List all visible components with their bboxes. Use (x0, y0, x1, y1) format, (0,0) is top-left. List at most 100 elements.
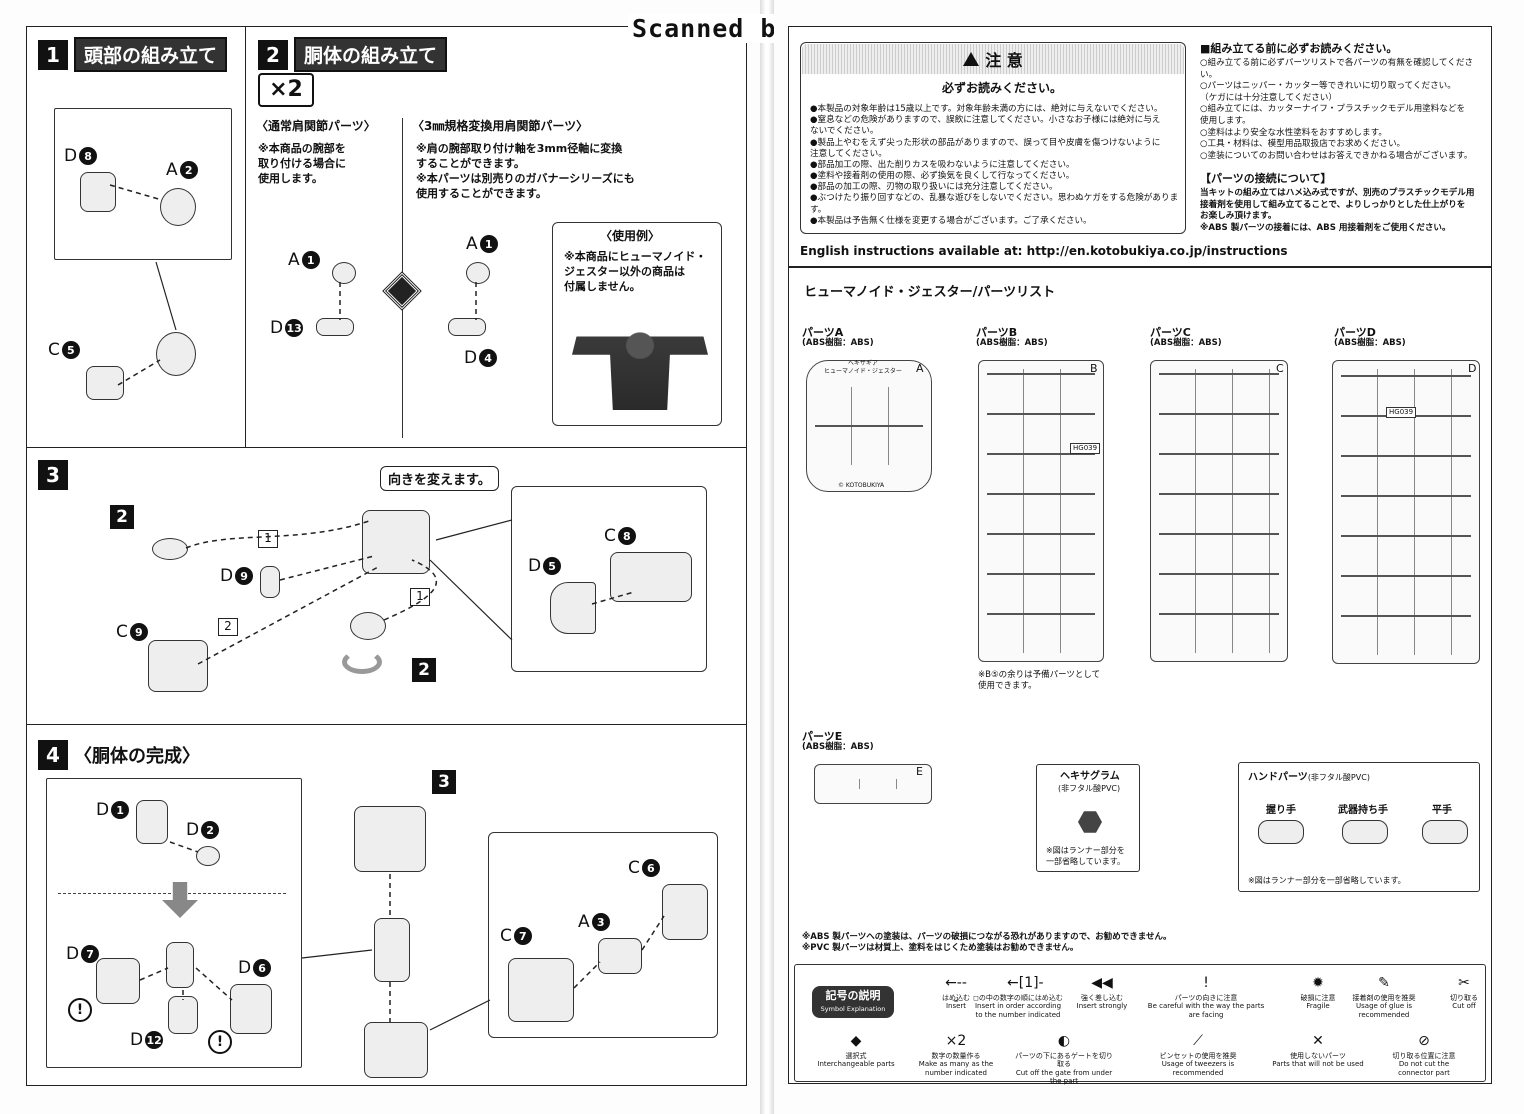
legend-text: 切り取る Cut off (1450, 994, 1478, 1011)
legend-text: ◻︎の中の数字の順にはめ込む Insert in order according… (973, 994, 1063, 1019)
caution-header: 注 意 (802, 44, 1184, 74)
head-part-d8 (80, 172, 116, 212)
head-part-a2 (160, 188, 196, 226)
before-item: ○工具・材料は、模型用品取扱店でお求めください。 (1200, 139, 1406, 150)
step1-header: 1 頭部の組み立て (38, 37, 228, 72)
part-c7 (508, 958, 574, 1022)
normal-joint-title: 〈通常肩関節パーツ〉 (256, 119, 376, 133)
caution-box (800, 42, 1186, 234)
callout-rotate: 向きを変えます。 (380, 466, 499, 491)
face-part-c5 (86, 366, 124, 400)
hand-grip-part (1258, 820, 1304, 844)
caution-icon-2: ! (208, 1030, 232, 1054)
tweezers-icon: ⟋ (1193, 1033, 1203, 1049)
hand-weapon-part (1342, 820, 1388, 844)
runner-b-code: HG039 (1070, 443, 1101, 455)
chest-completed (364, 1022, 428, 1078)
legend-fragile: ✹ 破損に注意 Fragile (1268, 974, 1368, 1011)
right-page: 注 意 必ずお読みください。 ●本製品の対象年齢は15歳以上です。対象年齢未満の… (774, 0, 1524, 1114)
divider-dashed (58, 893, 286, 894)
part-d5 (550, 582, 596, 634)
joint-part-d13 (316, 318, 354, 336)
legend-text: 破損に注意 Fragile (1300, 994, 1336, 1011)
hexagram-hex-icon (1078, 811, 1102, 833)
runner-b-name: パーツB (976, 326, 1018, 339)
step-number: 2 (258, 39, 288, 70)
legend-text: ピンセットの使用を推奨 Usage of tweezers is recomme… (1159, 1052, 1237, 1077)
hand-open-label: 平手 (1432, 805, 1452, 816)
caution-item: ●本製品は予告無く仕様を変更する場合がございます。ご了承ください。 (810, 215, 1092, 226)
part-a3 (598, 938, 642, 974)
legend-text: パーツの下にあるゲートを切り取る Cut off the gate from u… (1015, 1052, 1113, 1086)
step-ref-3: 3 (432, 770, 456, 794)
shoulder-joint-bottom (350, 612, 386, 640)
part-center (166, 942, 194, 988)
runner-d-material: (ABS樹脂：ABS) (1334, 338, 1406, 348)
legend-text: 切り取る位置に注意 Do not cut the connector part (1392, 1052, 1456, 1077)
shoulder-joint-top (152, 538, 188, 560)
rotate-arrow-icon (342, 650, 382, 674)
torso-assembly (354, 806, 426, 872)
symbol-badge-jp: 記号の説明 (825, 989, 881, 1002)
interchangeable-icon: ◆ (850, 1033, 862, 1049)
before-title: ■組み立てる前に必ずお読みください。 (1200, 42, 1398, 55)
before-item: ○組み立てる前に必ずパーツリストで各パーツの有無を確認してください。 (1200, 58, 1474, 80)
hands-header: ハンドパーツ(非フタル酸PVC) (1248, 768, 1370, 783)
cut-off-icon: ✂ (1458, 975, 1470, 991)
hands-note: ※図はランナー部分を一部省略しています。 (1248, 876, 1406, 885)
hexagram-material: (非フタル酸PVC) (1058, 784, 1121, 793)
before-list: ○組み立てる前に必ずパーツリストで各パーツの有無を確認してください。 ○パーツは… (1200, 58, 1490, 162)
cut-gate-under-icon: ◐ (1057, 1033, 1071, 1049)
legend-insert: ←---はめ込む Insert (906, 974, 1006, 1011)
step-number: 4 (38, 740, 68, 770)
shoulder-joint-a1 (332, 262, 356, 284)
legend-tweezers: ⟋ ピンセットの使用を推奨 Usage of tweezers is recomm… (1148, 1032, 1248, 1077)
legend-insert-in-order: ←[1]- ◻︎の中の数字の順にはめ込む Insert in order acco… (968, 974, 1068, 1019)
legend-glue: ✎接着剤の使用を推奨 Usage of glue is recommended (1334, 974, 1434, 1019)
runner-d-tag: D (1468, 362, 1477, 375)
multiplier-badge: ×2 (258, 73, 314, 107)
runner-e-material: (ABS樹脂：ABS) (802, 742, 874, 752)
before-item: ○塗料はより安全な水性塗料をおすすめします。 (1200, 127, 1387, 138)
step-title: 胴体の組み立て (294, 37, 448, 72)
waist-part (374, 918, 410, 982)
legend-cut-off: ✂ 切り取る Cut off (1414, 974, 1514, 1011)
normal-joint-note: ※本商品の腕部を 取り付ける場合に 使用します。 (258, 142, 346, 185)
cut-position-icon: ⊘ (1418, 1033, 1430, 1049)
section-divider (788, 266, 1492, 268)
part-d6 (230, 984, 272, 1034)
caution-list: ●本製品の対象年齢は15歳以上です。対象年齢未満の方には、絶対に与えないでくださ… (810, 104, 1182, 227)
legend-cut-position: ⊘ 切り取る位置に注意 Do not cut the connector part (1374, 1032, 1474, 1077)
legend-text: 選択式 Interchangeable parts (817, 1052, 895, 1069)
runner-d-name: パーツD (1334, 326, 1376, 339)
legend-unused-part: ✕使用しないパーツ Parts that will not be used (1268, 1032, 1368, 1069)
runner-a-material: (ABS樹脂：ABS) (802, 338, 874, 348)
part-c8 (610, 552, 692, 602)
legend-interchangeable: ◆ 選択式 Interchangeable parts (806, 1032, 906, 1069)
fragile-icon: ✹ (1312, 975, 1324, 991)
make-multiple-icon: ×2 (945, 1033, 967, 1049)
warning-triangle-icon (963, 52, 980, 66)
legend-text: 使用しないパーツ Parts that will not be used (1272, 1052, 1364, 1069)
runner-c-tag: C (1276, 362, 1284, 375)
caution-item: ●ぶつけたり振り回すなどの、乱暴な遊びをしないでください。思わぬケガをする危険が… (810, 193, 1179, 215)
insert-strongly-icon: ◀◀ (1091, 975, 1113, 991)
legend-insert-strongly: ◀◀強く差し込む Insert strongly (1052, 974, 1152, 1011)
insert-in-order-icon: ←[1]- (1007, 975, 1044, 991)
connection-text: 当キットの組み立てはハメ込み式ですが、別売のプラスチックモデル用 接着剤を使用し… (1200, 188, 1475, 233)
part-d7 (96, 958, 140, 1004)
caution-icon-1: ! (68, 998, 92, 1022)
step-number: 1 (38, 39, 68, 70)
part-c6 (662, 884, 708, 940)
